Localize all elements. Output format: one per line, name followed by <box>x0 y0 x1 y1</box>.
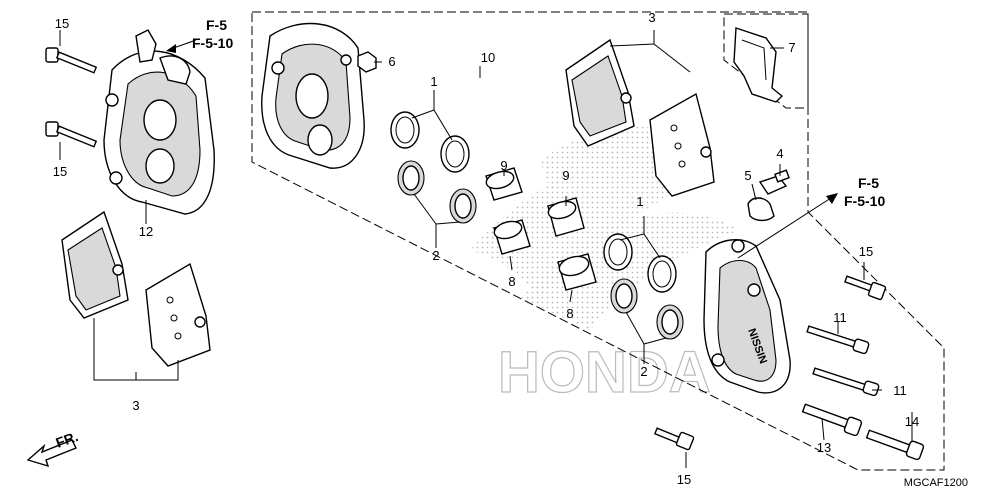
bolt-icon[interactable] <box>45 121 98 148</box>
caliper-body[interactable] <box>261 22 365 169</box>
seal-icon[interactable] <box>390 111 420 149</box>
piston-icon[interactable] <box>546 197 585 237</box>
diagram-code: MGCAF1200 <box>904 477 968 489</box>
bolt-icon[interactable] <box>844 275 887 301</box>
bolt-icon[interactable] <box>865 429 925 461</box>
bolt-icon[interactable] <box>801 403 863 437</box>
callout-14: 14 <box>905 414 919 429</box>
reference-label: F-5-10 <box>192 35 233 51</box>
reference-arrow-icon <box>166 39 197 53</box>
callout-3: 3 <box>648 10 655 25</box>
seal-icon[interactable] <box>656 304 684 340</box>
seal-icon[interactable] <box>440 135 470 173</box>
callout-3: 3 <box>132 398 139 413</box>
reference-arrow-icon <box>737 193 838 259</box>
callout-15: 15 <box>53 164 67 179</box>
callout-6: 6 <box>388 54 395 69</box>
callout-1: 1 <box>430 74 437 89</box>
callout-8: 8 <box>566 306 573 321</box>
front-direction-label: FR. <box>54 428 81 451</box>
bolt-icon[interactable] <box>45 47 98 74</box>
callout-15: 15 <box>859 244 873 259</box>
pad-pin-icon[interactable] <box>806 325 870 355</box>
seal-icon[interactable] <box>449 188 477 224</box>
nut-icon[interactable] <box>357 51 377 73</box>
brake-pad-icon[interactable] <box>649 92 715 197</box>
callout-12: 12 <box>139 224 153 239</box>
pad-spring-icon[interactable] <box>733 27 784 103</box>
callout-11: 11 <box>893 383 907 398</box>
reference-label: F-5-10 <box>844 193 885 209</box>
brake-pad-icon[interactable] <box>61 210 129 319</box>
piston-icon[interactable] <box>484 167 523 201</box>
callout-9: 9 <box>562 168 569 183</box>
callout-15: 15 <box>55 16 69 31</box>
seal-icon[interactable] <box>610 278 638 314</box>
pad-pin-icon[interactable] <box>812 367 880 397</box>
callout-8: 8 <box>508 274 515 289</box>
brake-pad-icon[interactable] <box>145 262 211 367</box>
callout-5: 5 <box>744 168 751 183</box>
reference-label: F-5 <box>206 17 227 33</box>
callout-13: 13 <box>817 440 831 455</box>
bleeder-cap-icon[interactable] <box>747 197 775 222</box>
callout-10: 10 <box>481 50 495 65</box>
seal-icon[interactable] <box>647 255 677 293</box>
callout-15: 15 <box>677 472 691 487</box>
left-caliper-assembly[interactable] <box>103 29 215 215</box>
reference-label: F-5 <box>858 175 879 191</box>
callout-9: 9 <box>500 158 507 173</box>
callout-4: 4 <box>776 146 783 161</box>
caliper-kit-outline <box>251 11 945 471</box>
brake-pad-icon[interactable] <box>565 38 635 147</box>
callout-11: 11 <box>833 310 847 325</box>
callout-2: 2 <box>432 248 439 263</box>
front-arrow-icon: FR. <box>26 428 81 468</box>
piston-icon[interactable] <box>492 219 531 255</box>
bolt-icon[interactable] <box>653 427 695 451</box>
callout-1: 1 <box>636 194 643 209</box>
piston-icon[interactable] <box>557 253 597 291</box>
leader-lines <box>59 30 913 468</box>
brand-watermark-text: HONDA <box>498 340 711 405</box>
seal-icon[interactable] <box>397 160 425 196</box>
wing-logo-watermark: HONDA <box>470 126 740 406</box>
callout-7: 7 <box>788 40 795 55</box>
seal-kit-outline <box>723 13 809 109</box>
right-caliper-assembly[interactable]: NISSIN <box>703 239 791 394</box>
seal-icon[interactable] <box>603 233 633 271</box>
callout-2: 2 <box>640 364 647 379</box>
bleeder-valve-icon[interactable] <box>758 169 790 195</box>
